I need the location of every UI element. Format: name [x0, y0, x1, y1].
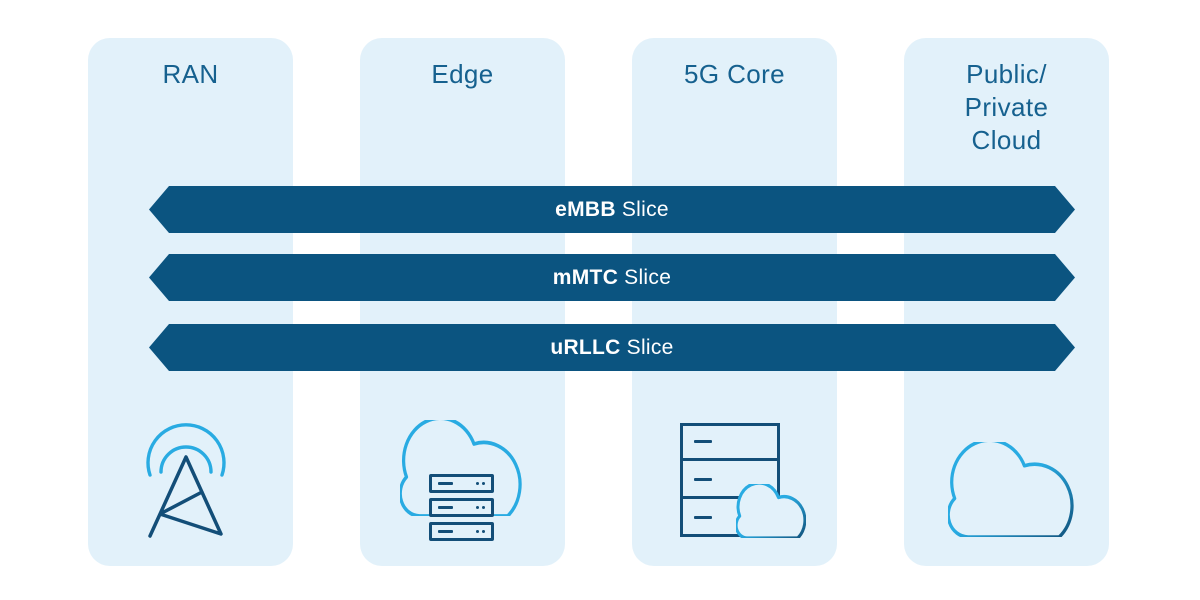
column-5g-core: 5G Core: [632, 38, 837, 566]
server-unit-icon: [429, 474, 494, 493]
column-title-5g-core: 5G Core: [683, 59, 786, 89]
slice-suffix-urllc: Slice: [626, 335, 674, 359]
server-unit-icon: [429, 522, 494, 541]
slice-name-urllc: uRLLC: [550, 335, 621, 359]
server-led-dash: [438, 482, 453, 485]
column-title-ran: RAN: [162, 59, 219, 89]
column-ran: RAN: [88, 38, 293, 566]
core-cloud-icon: [736, 484, 806, 538]
core-server-tower-icon: [680, 423, 780, 537]
slice-band-urllc: uRLLC Slice: [149, 324, 1075, 371]
server-led-dash: [438, 530, 453, 533]
server-dots: [476, 530, 485, 533]
slice-name-mmtc: mMTC: [552, 265, 619, 289]
slice-name-embb: eMBB: [555, 197, 616, 221]
radio-tower-icon: [146, 423, 226, 538]
edge-cloud-servers-icon: [400, 420, 522, 516]
column-title-edge: Edge: [431, 59, 494, 89]
slice-band-mmtc: mMTC Slice: [149, 254, 1075, 301]
cloud-icon: [948, 442, 1074, 537]
slice-band-embb: eMBB Slice: [149, 186, 1075, 233]
column-public-private-cloud: Public/ Private Cloud: [904, 38, 1109, 566]
server-led-dash: [438, 506, 453, 509]
column-title-public-private-cloud: Public/ Private Cloud: [964, 59, 1049, 155]
server-dots: [476, 506, 485, 509]
server-dots: [476, 482, 485, 485]
slice-suffix-mmtc: Slice: [624, 265, 672, 289]
slice-suffix-embb: Slice: [621, 197, 669, 221]
server-unit-icon: [429, 498, 494, 517]
